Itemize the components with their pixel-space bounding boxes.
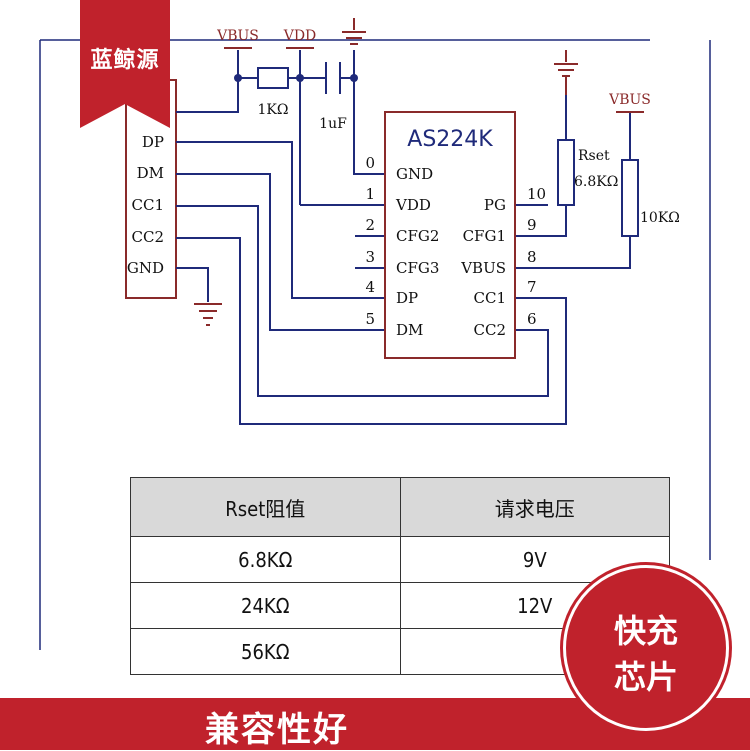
connector-pin-dm: DM — [137, 164, 164, 182]
connector-pin-dp: DP — [142, 133, 164, 151]
chip-pin-number: 7 — [527, 278, 537, 296]
connector-pin-gnd: GND — [127, 259, 164, 277]
chip-pin-number: 10 — [527, 185, 546, 203]
label-vdd: VDD — [283, 28, 317, 44]
resistor-rset — [557, 139, 575, 206]
table-header-rset: Rset阻值 — [130, 477, 401, 537]
chip-pin-number: 5 — [365, 310, 375, 328]
ground-symbol-rset — [554, 50, 578, 95]
chip-pin-number: 3 — [365, 248, 375, 266]
chip-pin-name: CFG2 — [396, 227, 439, 245]
resistor-1k — [257, 67, 289, 89]
feature-badge: 快充 芯片 — [563, 565, 729, 731]
chip-pin-number: 0 — [365, 154, 375, 172]
chip-pin-number: 9 — [527, 216, 537, 234]
ground-symbol-connector — [194, 303, 222, 326]
table-cell-rset: 6.8KΩ — [130, 536, 401, 583]
connector-pin-cc1: CC1 — [132, 196, 165, 214]
chip-pin-number: 4 — [365, 278, 375, 296]
label-rset-value: 6.8KΩ — [574, 174, 618, 190]
chip-pin-name: DP — [396, 289, 418, 307]
chip-pin-number: 8 — [527, 248, 537, 266]
capacitor-1uf — [325, 62, 341, 94]
ground-symbol-top — [342, 18, 366, 45]
label-vbus-left: VBUS — [216, 28, 259, 44]
connector-pin-cc2: CC2 — [132, 228, 165, 246]
table-row: 6.8KΩ 9V — [130, 536, 670, 583]
chip-pin-name: CC1 — [474, 289, 507, 307]
chip-pin-number: 6 — [527, 310, 537, 328]
chip-pin-name: PG — [484, 196, 506, 214]
brand-name: 蓝鲸源 — [90, 48, 160, 73]
table-cell-rset: 56KΩ — [130, 628, 401, 675]
footer-slogan: 兼容性好 — [205, 710, 349, 750]
label-1uf: 1uF — [319, 116, 347, 132]
wires — [176, 50, 631, 425]
badge-line-2: 芯片 — [613, 658, 678, 696]
label-1k: 1KΩ — [258, 102, 289, 118]
chip-body — [384, 111, 516, 359]
outer-frame — [39, 39, 711, 650]
chip-pin-name: VBUS — [460, 259, 506, 277]
label-rset: Rset — [578, 148, 610, 164]
chip-pin-name: CFG3 — [396, 259, 439, 277]
rset-voltage-table: Rset阻值 请求电压 6.8KΩ 9V 24KΩ 12V 56KΩ — [130, 477, 670, 675]
chip-pin-name: DM — [396, 321, 423, 339]
junctions — [234, 74, 358, 82]
chip-pin-name: VDD — [395, 196, 431, 214]
label-10k: 10KΩ — [640, 210, 680, 226]
chip-pin-name: CFG1 — [463, 227, 506, 245]
chip-pin-number: 1 — [365, 185, 375, 203]
table-header-voltage: 请求电压 — [399, 477, 670, 537]
table-header-row: Rset阻值 请求电压 — [130, 477, 670, 537]
label-vbus-right: VBUS — [608, 92, 651, 108]
chip-pin-name: GND — [396, 165, 433, 183]
badge-line-1: 快充 — [613, 612, 678, 650]
chip-pin-name: CC2 — [474, 321, 507, 339]
chip-name: AS224K — [407, 127, 493, 152]
brand-ribbon — [80, 0, 170, 128]
resistor-10k — [621, 159, 639, 237]
table-cell-rset: 24KΩ — [130, 582, 401, 629]
chip-pin-number: 2 — [365, 216, 375, 234]
supply-bars — [224, 47, 644, 113]
